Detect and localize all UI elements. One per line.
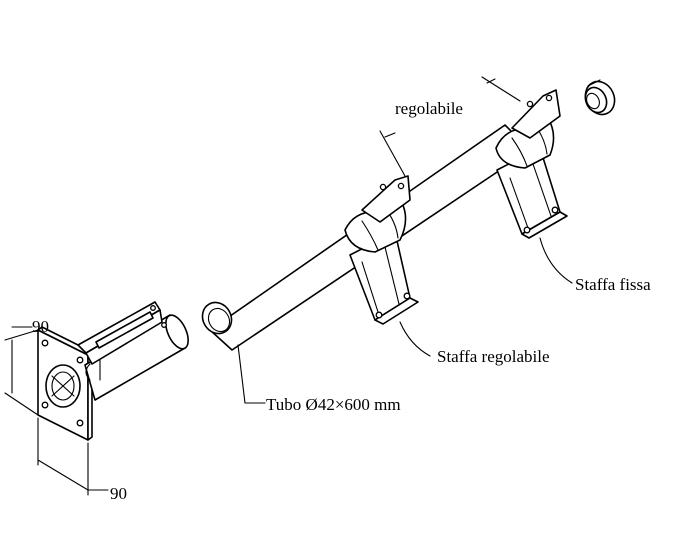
- plate-width-dimension: 90: [37, 417, 127, 503]
- regolabile-label: regolabile: [395, 99, 463, 118]
- adjustable-bracket: [344, 175, 419, 325]
- plate-height-value: 90: [32, 317, 49, 336]
- tubo-label: Tubo Ø42×600 mm: [266, 395, 401, 414]
- staffa-regolabile-label: Staffa regolabile: [437, 347, 550, 366]
- adjustable-range-dimension: regolabile: [379, 76, 521, 177]
- plate-height-dimension: 90: [4, 317, 49, 416]
- staffa-fissa-label: Staffa fissa: [575, 275, 651, 294]
- end-cap: [584, 79, 616, 116]
- leaders: [237, 237, 573, 404]
- plate-width-value: 90: [110, 484, 127, 503]
- fixed-bracket: [495, 89, 568, 239]
- wall-plate-assembly: [37, 301, 189, 441]
